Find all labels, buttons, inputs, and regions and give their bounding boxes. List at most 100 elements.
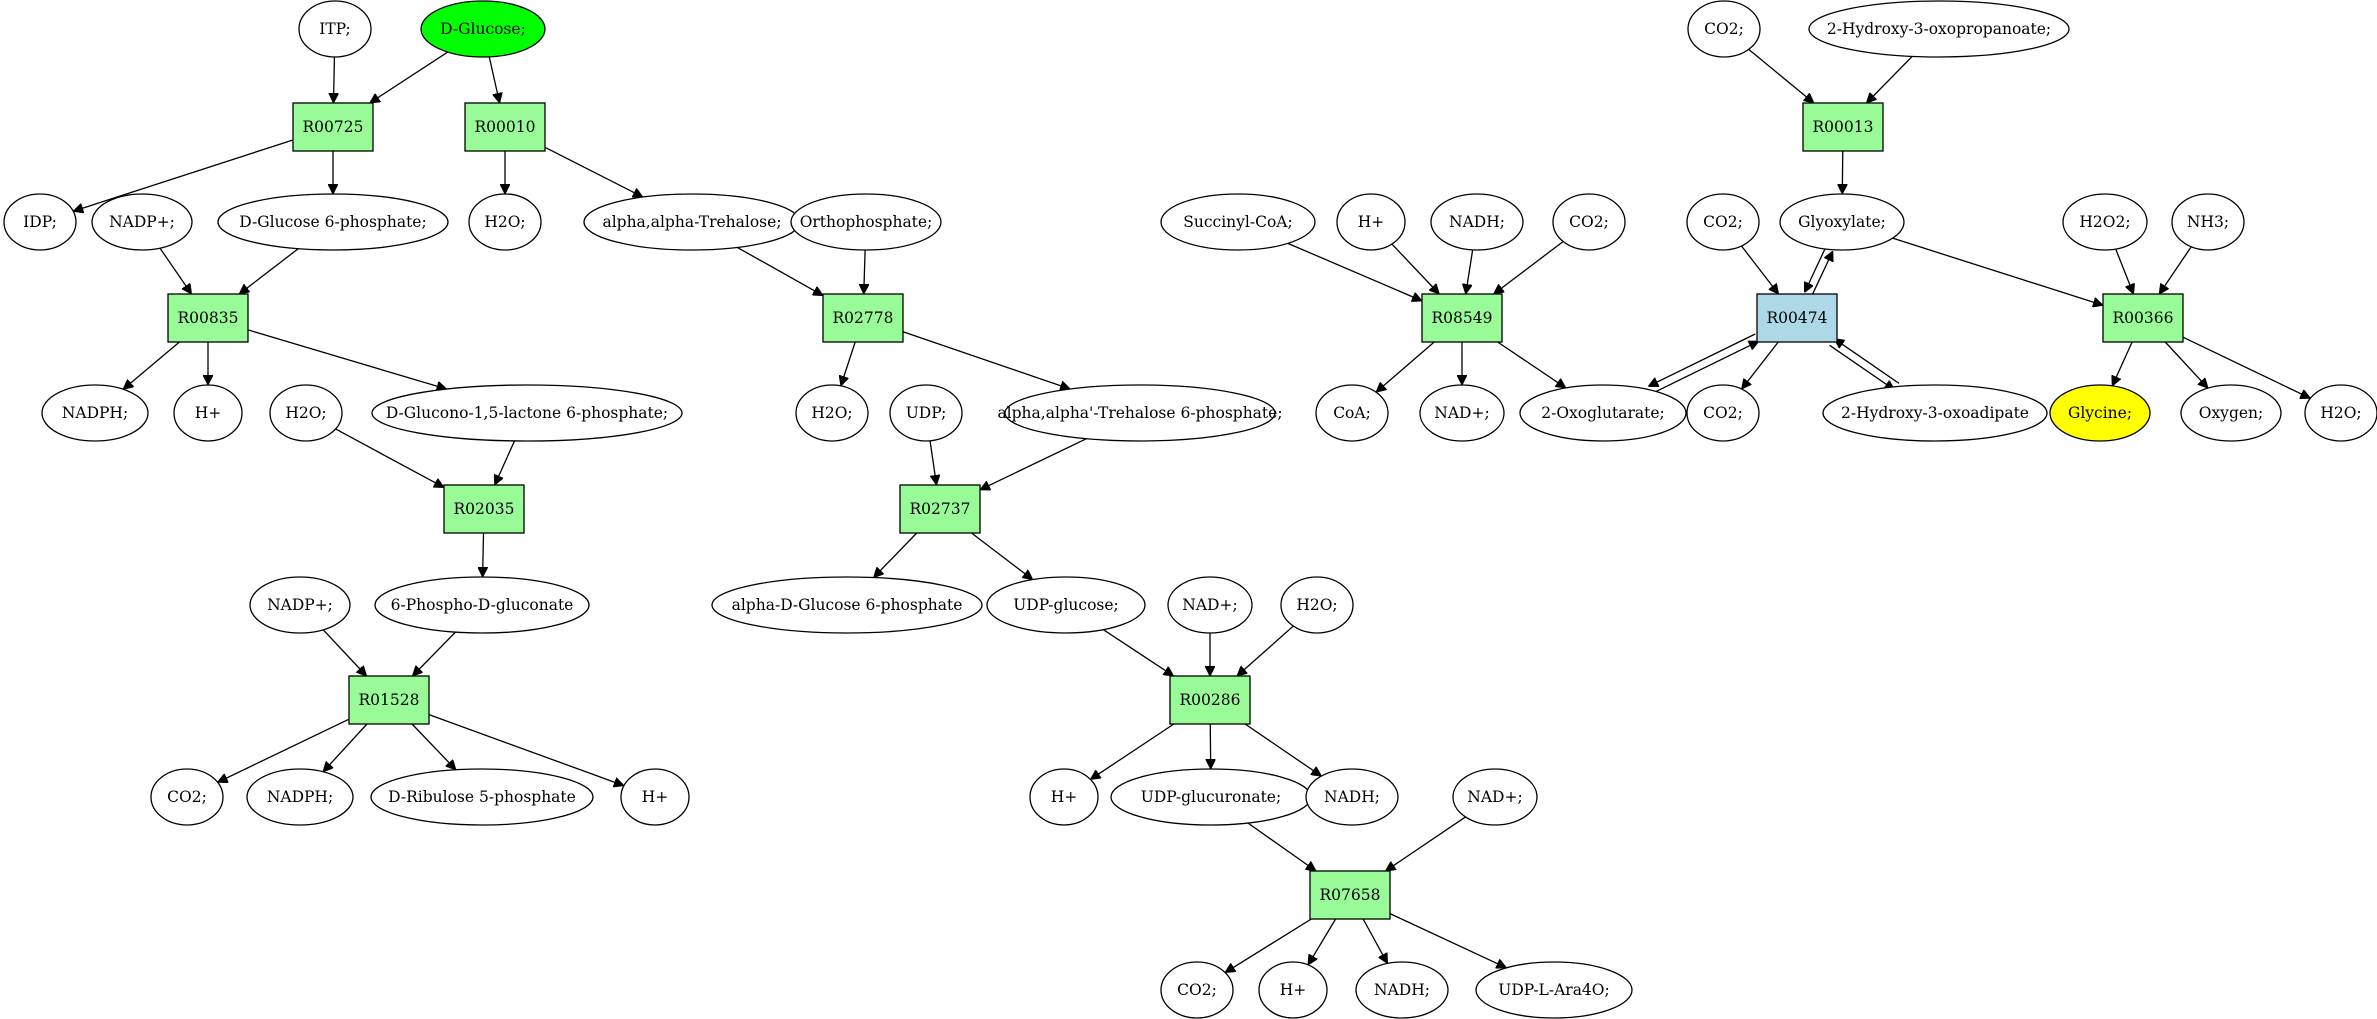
compound-hplus2-label: H+ <box>642 788 669 806</box>
compound-node-glyoxylate[interactable]: Glyoxylate; <box>1779 193 1905 251</box>
edge-co2_e-to-r00474 <box>1740 245 1779 294</box>
compound-node-nad3[interactable]: NAD+; <box>1419 384 1505 442</box>
reaction-node-r02035[interactable]: R02035 <box>443 484 525 534</box>
compound-hoxad-label: 2-Hydroxy-3-oxoadipate <box>1841 404 2029 422</box>
compound-node-ribulose[interactable]: D-Ribulose 5-phosphate <box>370 768 594 826</box>
reaction-r00286-label: R00286 <box>1180 691 1241 709</box>
compound-node-udpglucuronate[interactable]: UDP-glucuronate; <box>1110 768 1312 826</box>
compound-ellipse-nad3 <box>1419 384 1505 442</box>
compound-ellipse-hplus3 <box>1029 768 1099 826</box>
compound-node-dglucose[interactable]: D-Glucose; <box>420 0 546 58</box>
compound-ellipse-ag6p <box>711 576 983 634</box>
compound-node-udp[interactable]: UDP; <box>889 384 963 442</box>
compound-node-nadp2[interactable]: NADP+; <box>249 576 351 634</box>
reaction-node-r00725[interactable]: R00725 <box>292 102 374 152</box>
compound-node-nad1[interactable]: NAD+; <box>1167 576 1253 634</box>
compound-ellipse-udp <box>889 384 963 442</box>
compound-node-orthophosphate[interactable]: Orthophosphate; <box>790 193 942 251</box>
reaction-node-r00835[interactable]: R00835 <box>167 293 249 343</box>
compound-node-pgluconate[interactable]: 6-Phospho-D-gluconate <box>374 576 590 634</box>
compound-ellipse-co2_c <box>1687 0 1761 58</box>
reaction-node-r01528[interactable]: R01528 <box>348 675 430 725</box>
compound-node-co2_e[interactable]: CO2; <box>1686 193 1760 251</box>
edge-itp-to-r00725 <box>333 56 334 103</box>
compound-node-succinyl[interactable]: Succinyl-CoA; <box>1160 193 1316 251</box>
compound-node-udpglucose[interactable]: UDP-glucose; <box>986 576 1146 634</box>
compound-node-h2o_c[interactable]: H2O; <box>795 384 869 442</box>
compound-node-h2o_b[interactable]: H2O; <box>269 384 343 442</box>
compound-node-nadh3[interactable]: NADH; <box>1430 193 1524 251</box>
compound-node-g6p[interactable]: D-Glucose 6-phosphate; <box>217 193 449 251</box>
edge-h2o2-to-r00366 <box>2115 248 2134 294</box>
reaction-node-r00474[interactable]: R00474 <box>1756 293 1838 343</box>
compound-ellipse-co2_a <box>150 768 224 826</box>
compound-node-tre6p[interactable]: alpha,alpha'-Trehalose 6-phosphate; <box>997 384 1283 442</box>
compound-node-co2_a[interactable]: CO2; <box>150 768 224 826</box>
compound-node-glucono[interactable]: D-Glucono-1,5-lactone 6-phosphate; <box>371 384 683 442</box>
compound-node-oxygen[interactable]: Oxygen; <box>2180 384 2282 442</box>
compound-node-nadph2[interactable]: NADPH; <box>246 768 354 826</box>
compound-node-trehalose[interactable]: alpha,alpha-Trehalose; <box>583 193 801 251</box>
compound-node-coa[interactable]: CoA; <box>1315 384 1389 442</box>
edge-r01528-to-hplus2 <box>428 713 624 786</box>
reaction-node-r02737[interactable]: R02737 <box>899 484 981 534</box>
compound-ellipse-glucono <box>371 384 683 442</box>
compound-nh3-label: NH3; <box>2187 213 2229 231</box>
compound-node-nadp1[interactable]: NADP+; <box>91 193 193 251</box>
edge-orthophosphate-to-r02778 <box>864 249 865 294</box>
compound-node-co2_b[interactable]: CO2; <box>1160 961 1234 1019</box>
compound-node-hoxad[interactable]: 2-Hydroxy-3-oxoadipate <box>1822 384 2048 442</box>
compound-node-glycine[interactable]: Glycine; <box>2049 384 2151 442</box>
compound-node-h2o2[interactable]: H2O2; <box>2062 193 2148 251</box>
compound-node-h2o_e[interactable]: H2O; <box>2304 384 2377 442</box>
compound-ag6p-label: alpha-D-Glucose 6-phosphate <box>732 596 963 614</box>
compound-hplus4-label: H+ <box>1280 981 1307 999</box>
compound-node-nadh1[interactable]: NADH; <box>1305 768 1399 826</box>
compound-node-h2o_d[interactable]: H2O; <box>1280 576 1354 634</box>
compound-node-h2o_a[interactable]: H2O; <box>468 193 542 251</box>
edge-r00474-to-hoxad <box>1829 344 1895 390</box>
compound-hplus5-label: H+ <box>1358 213 1385 231</box>
compound-node-hplus3[interactable]: H+ <box>1029 768 1099 826</box>
compound-node-hplus1[interactable]: H+ <box>173 384 243 442</box>
reaction-node-r07658[interactable]: R07658 <box>1309 870 1391 920</box>
compound-node-nad2[interactable]: NAD+; <box>1452 768 1538 826</box>
compound-node-nadh2[interactable]: NADH; <box>1355 961 1449 1019</box>
compound-node-hplus2[interactable]: H+ <box>620 768 690 826</box>
compound-nadph1-label: NADPH; <box>62 404 128 422</box>
reaction-node-r00286[interactable]: R00286 <box>1169 675 1251 725</box>
compound-ellipse-g6p <box>217 193 449 251</box>
reaction-node-r02778[interactable]: R02778 <box>822 293 904 343</box>
compound-node-co2_c[interactable]: CO2; <box>1687 0 1761 58</box>
compound-node-itp[interactable]: ITP; <box>298 0 372 58</box>
compound-ellipse-hplus1 <box>173 384 243 442</box>
compound-ellipse-idp <box>3 193 77 251</box>
compound-node-co2_d[interactable]: CO2; <box>1552 193 1626 251</box>
compound-h2o_c-label: H2O; <box>811 404 852 422</box>
compound-node-hox[interactable]: 2-Hydroxy-3-oxopropanoate; <box>1808 0 2070 58</box>
reaction-node-r00013[interactable]: R00013 <box>1802 102 1884 152</box>
compound-node-idp[interactable]: IDP; <box>3 193 77 251</box>
edge-r00474-to-oxoglutarate <box>1648 333 1756 386</box>
edge-r02737-to-ag6p <box>874 532 918 578</box>
reaction-node-r08549[interactable]: R08549 <box>1421 293 1503 343</box>
compound-co2_a-label: CO2; <box>167 788 207 806</box>
compound-ellipse-oxoglutarate <box>1519 384 1687 442</box>
compound-node-ag6p[interactable]: alpha-D-Glucose 6-phosphate <box>711 576 983 634</box>
compound-node-co2_f[interactable]: CO2; <box>1686 384 1760 442</box>
edges-layer <box>73 48 2310 972</box>
compound-node-hplus4[interactable]: H+ <box>1258 961 1328 1019</box>
compound-node-nadph1[interactable]: NADPH; <box>41 384 149 442</box>
reaction-node-r00366[interactable]: R00366 <box>2102 293 2184 343</box>
compound-node-oxoglutarate[interactable]: 2-Oxoglutarate; <box>1519 384 1687 442</box>
reaction-box-r00725 <box>292 102 374 152</box>
edge-succinyl-to-r08549 <box>1287 242 1422 301</box>
compound-ellipse-hplus4 <box>1258 961 1328 1019</box>
compound-ellipse-nadph2 <box>246 768 354 826</box>
compound-node-udpara[interactable]: UDP-L-Ara4O; <box>1475 961 1633 1019</box>
compound-node-nh3[interactable]: NH3; <box>2171 193 2245 251</box>
edge-nadp1-to-r00835 <box>159 247 192 294</box>
compound-node-hplus5[interactable]: H+ <box>1336 193 1406 251</box>
compound-ellipse-h2o_e <box>2304 384 2377 442</box>
reaction-node-r00010[interactable]: R00010 <box>464 102 546 152</box>
